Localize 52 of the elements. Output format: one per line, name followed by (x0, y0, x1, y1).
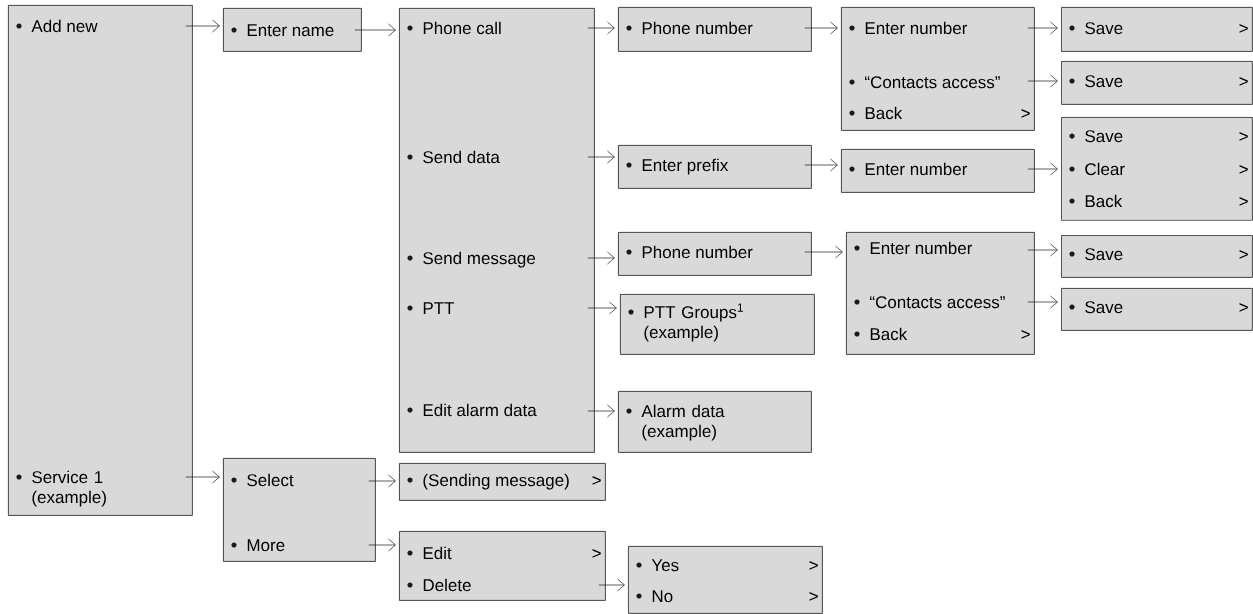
arrow (185, 19, 220, 33)
menu-box: Yes > No > (628, 546, 823, 614)
arrow (368, 538, 396, 552)
arrow (1027, 21, 1058, 35)
arrow (587, 251, 615, 265)
submenu-sign: > (1239, 197, 1248, 206)
menu-box: Select More (223, 458, 376, 562)
menu-box: Enter number (841, 149, 1035, 193)
arrow (354, 23, 396, 37)
arrow (804, 158, 838, 172)
submenu-sign: > (1239, 165, 1248, 174)
submenu-sign: > (1239, 303, 1248, 312)
menu-box: Save > Clear > Back > (1061, 117, 1253, 221)
arrow (587, 404, 615, 418)
arrow (185, 470, 220, 484)
menu-box: Enter prefix (618, 145, 812, 189)
submenu-sign: > (1239, 132, 1248, 141)
menu-box: Phone call Send data Send message PTT Edit alarm data (399, 8, 595, 453)
arrow (1027, 74, 1058, 88)
submenu-sign: > (1021, 330, 1030, 339)
menu-box: Enter name (223, 8, 362, 52)
menu-box: Phone number (618, 232, 812, 276)
submenu-sign: > (1239, 77, 1248, 86)
menu-box: Save > (1061, 7, 1253, 52)
menu-box: (Sending message) > (399, 463, 606, 501)
menu-box: Enter number “Contacts access” Back > (846, 232, 1035, 355)
submenu-sign: > (1239, 24, 1248, 33)
arrow (804, 21, 838, 35)
arrow (1027, 295, 1058, 309)
menu-box: Save > (1061, 61, 1253, 105)
menu-box: Enter number “Contacts access” Back > (841, 7, 1035, 131)
arrow (587, 301, 617, 315)
arrow (587, 21, 615, 35)
submenu-sign: > (809, 561, 818, 570)
submenu-sign: > (592, 549, 601, 558)
menu-box: Add new Service 1 (example) (8, 5, 193, 516)
submenu-sign: > (1239, 250, 1248, 259)
arrow (1027, 162, 1058, 176)
arrow (804, 245, 843, 259)
menu-box: PTT Groups$^{1}$ (example) (620, 294, 815, 355)
menu-box: Edit > Delete (399, 531, 606, 601)
menu-box: Save > (1061, 235, 1253, 278)
arrow (1027, 243, 1058, 257)
arrow (587, 150, 615, 164)
submenu-sign: > (809, 592, 818, 601)
arrow (598, 578, 625, 592)
menu-box: Phone number (618, 7, 812, 52)
submenu-sign: > (1021, 109, 1030, 118)
menu-box: Alarm data (example) (618, 391, 812, 453)
menu-box: Save > (1061, 288, 1253, 331)
arrow (368, 474, 396, 488)
submenu-sign: > (592, 476, 601, 485)
